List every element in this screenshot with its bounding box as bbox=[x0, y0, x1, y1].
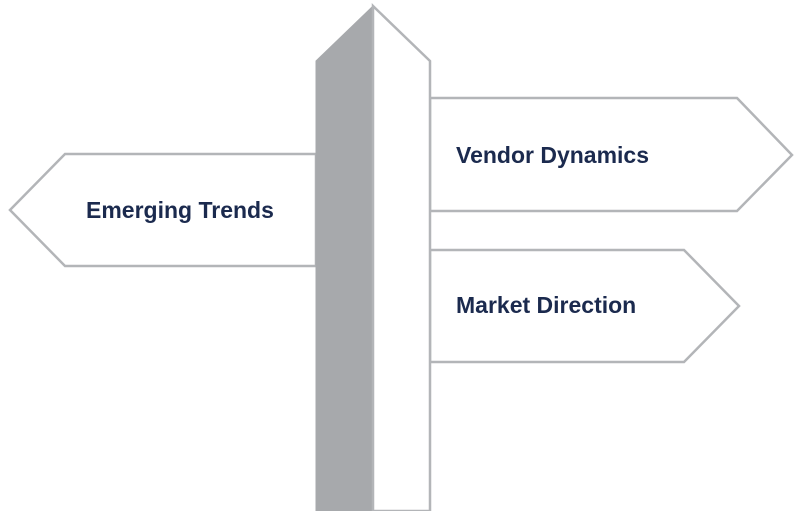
post-shadow-face bbox=[315, 4, 374, 511]
sign-market-direction: Market Direction bbox=[428, 248, 741, 364]
sign-label-emerging-trends: Emerging Trends bbox=[86, 197, 274, 223]
sign-vendor-dynamics: Vendor Dynamics bbox=[428, 96, 794, 213]
sign-emerging-trends: Emerging Trends bbox=[8, 152, 318, 268]
sign-label-market-direction: Market Direction bbox=[456, 292, 636, 318]
post-light-face bbox=[371, 3, 432, 511]
sign-label-vendor-dynamics: Vendor Dynamics bbox=[456, 142, 649, 168]
signpost-post bbox=[315, 3, 432, 511]
